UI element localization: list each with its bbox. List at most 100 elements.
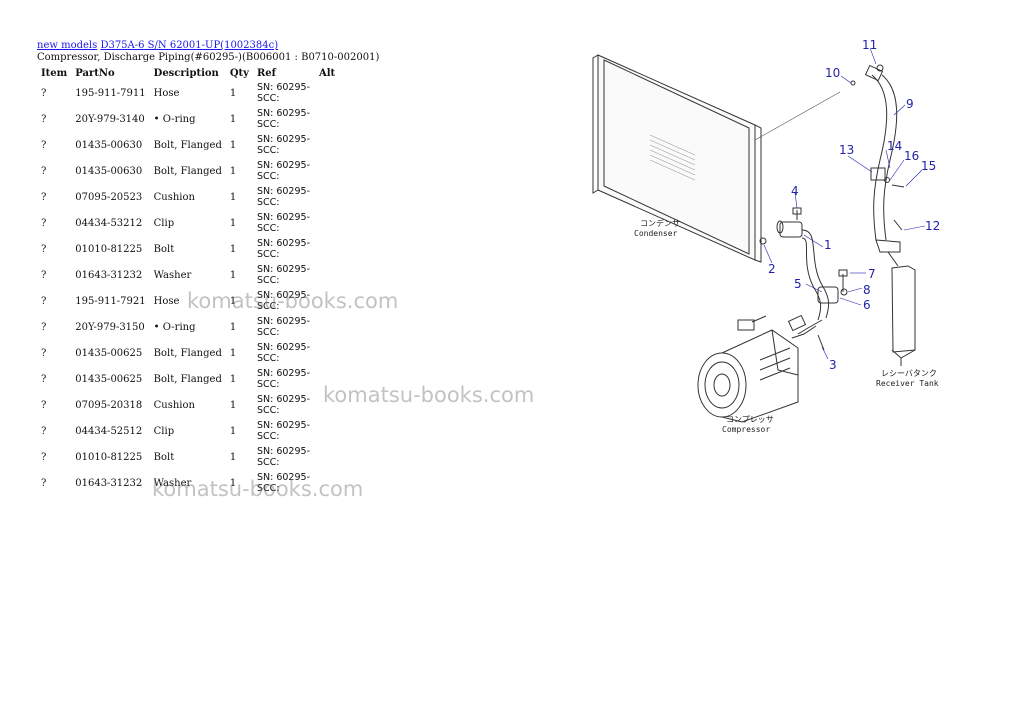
cell-qty: 1: [229, 139, 237, 151]
cell-ref: SN: 60295-SCC:: [256, 290, 310, 312]
condenser-drawing: [592, 54, 841, 263]
column-header-ref: Ref: [256, 67, 276, 79]
column-header-partno: PartNo: [75, 67, 115, 79]
cell-item: ?: [41, 87, 47, 99]
cell-description: • O-ring: [153, 113, 196, 125]
breadcrumb-link-model[interactable]: D375A-6 S/N 62001-UP(1002384c): [100, 40, 279, 51]
breadcrumb-link-new-models[interactable]: new models: [37, 40, 98, 51]
cell-ref: SN: 60295-SCC:: [256, 420, 310, 442]
cell-description: Clip: [153, 217, 175, 229]
receiver-tank-drawing: [891, 265, 916, 366]
cell-item: ?: [41, 113, 47, 125]
cell-ref: SN: 60295-SCC:: [256, 108, 310, 130]
cell-qty: 1: [229, 165, 237, 177]
condenser-label-en: Condenser: [634, 229, 678, 238]
compressor-drawing: [697, 315, 799, 423]
cell-qty: 1: [229, 321, 237, 333]
cell-partno: 01435-00625: [75, 373, 143, 385]
cell-alt: [315, 80, 339, 106]
cell-alt: [315, 366, 339, 392]
cell-ref: SN: 60295-SCC:: [256, 368, 310, 390]
cell-partno: 07095-20523: [75, 191, 143, 203]
cell-qty: 1: [229, 113, 237, 125]
receiver-label-en: Receiver Tank: [876, 379, 939, 388]
cell-ref: SN: 60295-SCC:: [256, 82, 310, 104]
cell-ref: SN: 60295-SCC:: [256, 316, 310, 338]
cell-qty: 1: [229, 191, 237, 203]
cell-alt: [315, 340, 339, 366]
cell-qty: 1: [229, 295, 237, 307]
cell-item: ?: [41, 295, 47, 307]
cell-partno: 195-911-7921: [75, 295, 146, 307]
column-header-description: Description: [153, 67, 219, 79]
cell-item: ?: [41, 451, 47, 463]
cell-description: Bolt: [153, 451, 175, 463]
cell-ref: SN: 60295-SCC:: [256, 446, 310, 468]
hose-9-drawing: [850, 64, 905, 267]
cell-alt: [315, 184, 339, 210]
watermark: komatsu-books.com: [323, 383, 535, 407]
cell-ref: SN: 60295-SCC:: [256, 134, 310, 156]
cell-partno: 04434-53212: [75, 217, 143, 229]
cell-ref: SN: 60295-SCC:: [256, 238, 310, 260]
cell-partno: 20Y-979-3140: [75, 113, 145, 125]
callout-4: 4: [791, 184, 799, 198]
cell-description: Hose: [153, 87, 180, 99]
callout-6: 6: [863, 298, 871, 312]
cell-item: ?: [41, 191, 47, 203]
cell-description: Washer: [153, 269, 192, 281]
cell-ref: SN: 60295-SCC:: [256, 342, 310, 364]
column-header-item: Item: [41, 67, 68, 79]
cell-item: ?: [41, 269, 47, 281]
cell-item: ?: [41, 217, 47, 229]
callout-14: 14: [887, 139, 902, 153]
callout-3: 3: [829, 358, 837, 372]
cell-description: Bolt: [153, 243, 175, 255]
cell-alt: [315, 288, 339, 314]
cell-ref: SN: 60295-SCC:: [256, 186, 310, 208]
cell-alt: [315, 132, 339, 158]
cell-ref: SN: 60295-SCC:: [256, 394, 310, 416]
column-header-alt: Alt: [318, 67, 336, 79]
cell-partno: 01435-00625: [75, 347, 143, 359]
cell-qty: 1: [229, 477, 237, 489]
cell-qty: 1: [229, 347, 237, 359]
cell-item: ?: [41, 373, 47, 385]
cell-partno: 01435-00630: [75, 165, 143, 177]
cell-description: Bolt, Flanged: [153, 165, 222, 177]
cell-qty: 1: [229, 373, 237, 385]
table-row: ? 20Y-979-3140 • O-ring 1 SN: 60295-SCC:: [37, 106, 339, 132]
cell-item: ?: [41, 399, 47, 411]
cell-description: Cushion: [153, 399, 195, 411]
cell-ref: SN: 60295-SCC:: [256, 212, 310, 234]
callout-13: 13: [839, 143, 854, 157]
compressor-label-en: Compressor: [722, 425, 770, 434]
table-row: ? 07095-20523 Cushion 1 SN: 60295-SCC:: [37, 184, 339, 210]
table-header-row: Item PartNo Description Qty Ref Alt: [37, 66, 339, 80]
cell-description: Hose: [153, 295, 180, 307]
cell-alt: [315, 418, 339, 444]
cell-qty: 1: [229, 451, 237, 463]
cell-alt: [315, 314, 339, 340]
cell-description: Bolt, Flanged: [153, 139, 222, 151]
page-subtitle: Compressor, Discharge Piping(#60295-)(B0…: [37, 52, 380, 63]
condenser-label-jp: コンデンサ: [640, 218, 680, 228]
cell-alt: [315, 444, 339, 470]
hose-1-drawing: [759, 207, 848, 351]
callout-15: 15: [921, 159, 936, 173]
callout-1: 1: [824, 238, 832, 252]
cell-item: ?: [41, 477, 47, 489]
cell-description: Cushion: [153, 191, 195, 203]
receiver-label-jp: レシーバタンク: [881, 369, 937, 378]
cell-partno: 01643-31232: [75, 269, 143, 281]
cell-item: ?: [41, 321, 47, 333]
